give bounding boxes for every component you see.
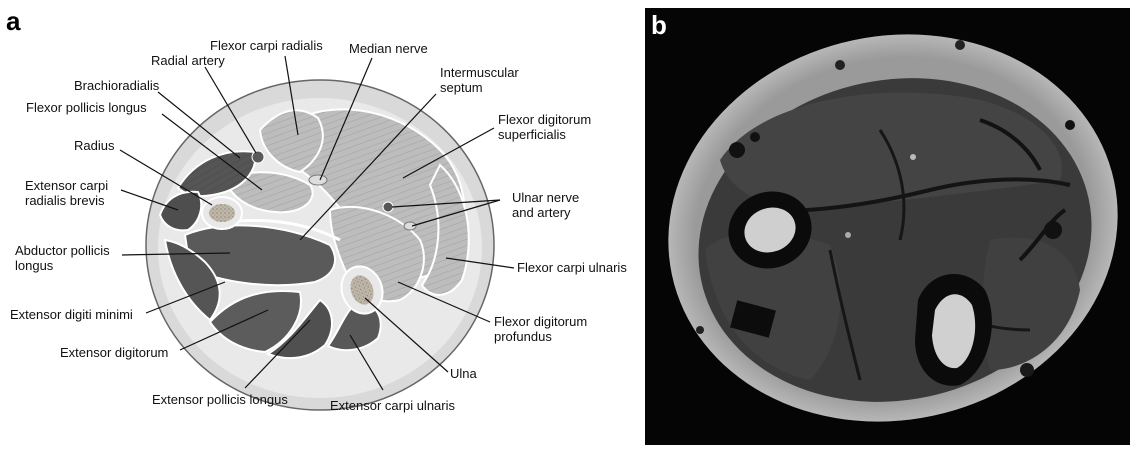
mri-vessel-6 xyxy=(835,60,845,70)
label-brachioradialis: Brachioradialis xyxy=(74,78,160,93)
label-extensor-digiti-minimi: Extensor digiti minimi xyxy=(10,307,133,322)
label-ulnar-nerve-artery-1: Ulnar nerve xyxy=(512,190,579,205)
mri-vessel-7 xyxy=(696,326,704,334)
label-radius: Radius xyxy=(74,138,115,153)
label-median-nerve: Median nerve xyxy=(349,41,428,56)
forearm-cross-section xyxy=(146,80,494,410)
label-ulna: Ulna xyxy=(450,366,478,381)
mri-vessel-1 xyxy=(729,142,745,158)
label-flexor-digitorum-profundus-1: Flexor digitorum xyxy=(494,314,587,329)
label-flexor-carpi-ulnaris: Flexor carpi ulnaris xyxy=(517,260,627,275)
label-extensor-digitorum: Extensor digitorum xyxy=(60,345,168,360)
panel-a-letter: a xyxy=(6,6,21,36)
label-radial-artery: Radial artery xyxy=(151,53,225,68)
label-abductor-pollicis-longus-2: longus xyxy=(15,258,54,273)
label-intermuscular-septum-1: Intermuscular xyxy=(440,65,519,80)
label-flexor-digitorum-superficialis-2: superficialis xyxy=(498,127,566,142)
mri-vessel-5 xyxy=(1020,363,1034,377)
label-extensor-pollicis-longus: Extensor pollicis longus xyxy=(152,392,288,407)
label-extensor-carpi-radialis-1: Extensor carpi xyxy=(25,178,108,193)
label-flexor-digitorum-profundus-2: profundus xyxy=(494,329,552,344)
mri-vessel-8 xyxy=(955,40,965,50)
panel-a: a xyxy=(6,6,627,413)
label-flexor-carpi-radialis: Flexor carpi radialis xyxy=(210,38,323,53)
mri-vessel-4 xyxy=(1065,120,1075,130)
ulnar-artery-dot xyxy=(383,202,393,212)
label-flexor-digitorum-superficialis-1: Flexor digitorum xyxy=(498,112,591,127)
label-abductor-pollicis-longus-1: Abductor pollicis xyxy=(15,243,110,258)
mri-vessel-2 xyxy=(750,132,760,142)
label-extensor-carpi-ulnaris: Extensor carpi ulnaris xyxy=(330,398,455,413)
median-nerve-dot xyxy=(309,175,327,185)
panel-b-letter: b xyxy=(651,10,667,40)
panel-b: b xyxy=(632,0,1135,450)
label-ulnar-nerve-artery-2: and artery xyxy=(512,205,571,220)
ulnar-nerve-dot xyxy=(404,222,416,230)
mri-bright-dot-2 xyxy=(845,232,851,238)
mri-bright-dot-1 xyxy=(910,154,916,160)
radial-artery-dot xyxy=(252,151,264,163)
label-intermuscular-septum-2: septum xyxy=(440,80,483,95)
label-extensor-carpi-radialis-2: radialis brevis xyxy=(25,193,105,208)
mri-vessel-3 xyxy=(1044,221,1062,239)
label-flexor-pollicis-longus: Flexor pollicis longus xyxy=(26,100,147,115)
radius-bone xyxy=(202,197,242,229)
